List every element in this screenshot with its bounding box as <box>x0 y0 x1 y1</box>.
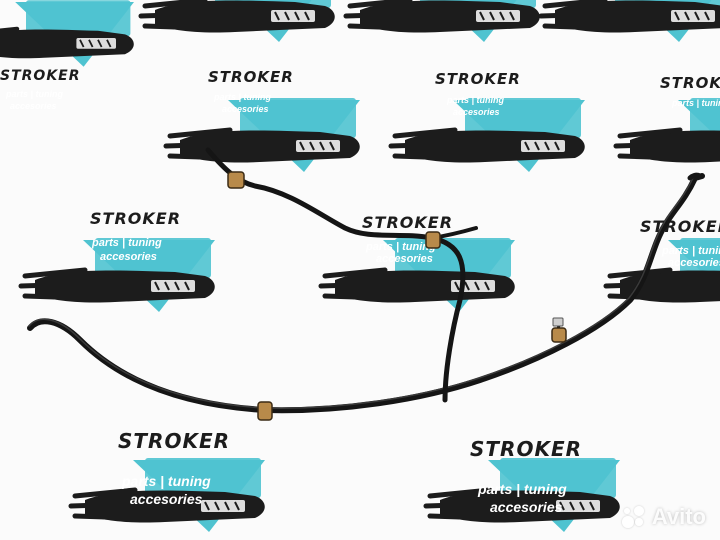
svg-text:STROKER: STROKER <box>640 217 720 236</box>
svg-text:parts | tuning: parts | tuning <box>446 95 505 105</box>
svg-text:parts | tuning: parts | tuning <box>5 89 64 99</box>
svg-text:parts | tuning: parts | tuning <box>121 473 211 489</box>
svg-text:parts | tuning: parts | tuning <box>661 245 720 257</box>
svg-text:accesories: accesories <box>490 499 563 515</box>
hose-clip <box>227 171 567 421</box>
svg-text:parts | tuning: parts | tuning <box>671 98 720 108</box>
svg-text:accesories: accesories <box>130 491 203 507</box>
svg-text:parts | tuning: parts | tuning <box>213 92 272 102</box>
svg-text:STROKER: STROKER <box>435 70 521 88</box>
avito-dots-icon <box>620 504 646 530</box>
svg-text:accesories: accesories <box>376 253 433 265</box>
svg-text:accesories: accesories <box>222 104 269 114</box>
svg-text:accesories: accesories <box>453 107 500 117</box>
svg-text:STROKER: STROKER <box>118 429 230 453</box>
svg-text:STROKER: STROKER <box>470 437 582 461</box>
watermark-text: STROKER parts | tuning accesories STROKE… <box>0 68 720 515</box>
svg-text:STROKER: STROKER <box>362 213 453 232</box>
svg-text:STROKER: STROKER <box>0 68 81 84</box>
avito-label: Avito <box>651 504 706 529</box>
svg-text:parts | tuning: parts | tuning <box>477 481 567 497</box>
svg-text:accesories: accesories <box>100 251 157 263</box>
svg-text:accesories: accesories <box>668 257 720 269</box>
svg-text:parts | tuning: parts | tuning <box>365 241 436 253</box>
svg-text:STROKER: STROKER <box>90 209 181 228</box>
svg-text:STROKER: STROKER <box>208 68 294 86</box>
svg-text:STROKER: STROKER <box>660 74 720 92</box>
svg-text:parts | tuning: parts | tuning <box>91 237 162 249</box>
avito-badge: Avito <box>620 504 706 530</box>
svg-text:accesories: accesories <box>10 101 57 111</box>
